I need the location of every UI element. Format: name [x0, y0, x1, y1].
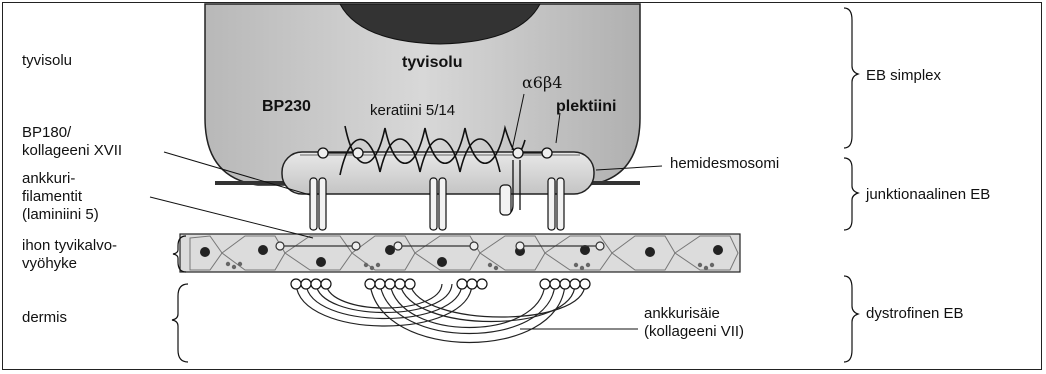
label-ankkurisaie: ankkurisäie	[644, 305, 720, 323]
label-ihon-tyvikalvo: ihon tyvikalvo-	[22, 237, 117, 255]
label-bp180: BP180/	[22, 124, 71, 142]
right-brace-junctional	[844, 158, 858, 230]
label-integrin: α6β4	[522, 74, 562, 92]
label-ankkuri: ankkuri-	[22, 170, 75, 188]
label-kollageeni-xvii: kollageeni XVII	[22, 142, 122, 160]
label-plektiini: plektiini	[556, 98, 616, 116]
bp230-node	[318, 148, 328, 158]
label-keratiini: keratiini 5/14	[370, 102, 455, 120]
label-kollageeni-vii: (kollageeni VII)	[644, 323, 744, 341]
plectin-node	[542, 148, 552, 158]
fibril-ends	[291, 279, 590, 289]
label-eb-simplex: EB simplex	[866, 67, 941, 85]
right-brace-simplex	[844, 8, 858, 148]
right-brace-dystrophic	[844, 276, 858, 362]
label-hemidesmosomi: hemidesmosomi	[670, 155, 779, 173]
left-brace-dermis	[172, 284, 188, 362]
label-filamentit: filamentit	[22, 188, 82, 206]
label-junktionaalinen-eb: junktionaalinen EB	[866, 186, 990, 204]
label-dermis: dermis	[22, 309, 67, 327]
label-vyohyke: vyöhyke	[22, 255, 77, 273]
label-bp230: BP230	[262, 98, 311, 116]
label-laminiini-5: (laminiini 5)	[22, 206, 99, 224]
anchoring-fibrils	[296, 284, 585, 343]
label-tyvisolu-cell: tyvisolu	[402, 54, 462, 72]
label-dystrofinen-eb: dystrofinen EB	[866, 305, 964, 323]
label-tyvisolu-left: tyvisolu	[22, 52, 72, 70]
